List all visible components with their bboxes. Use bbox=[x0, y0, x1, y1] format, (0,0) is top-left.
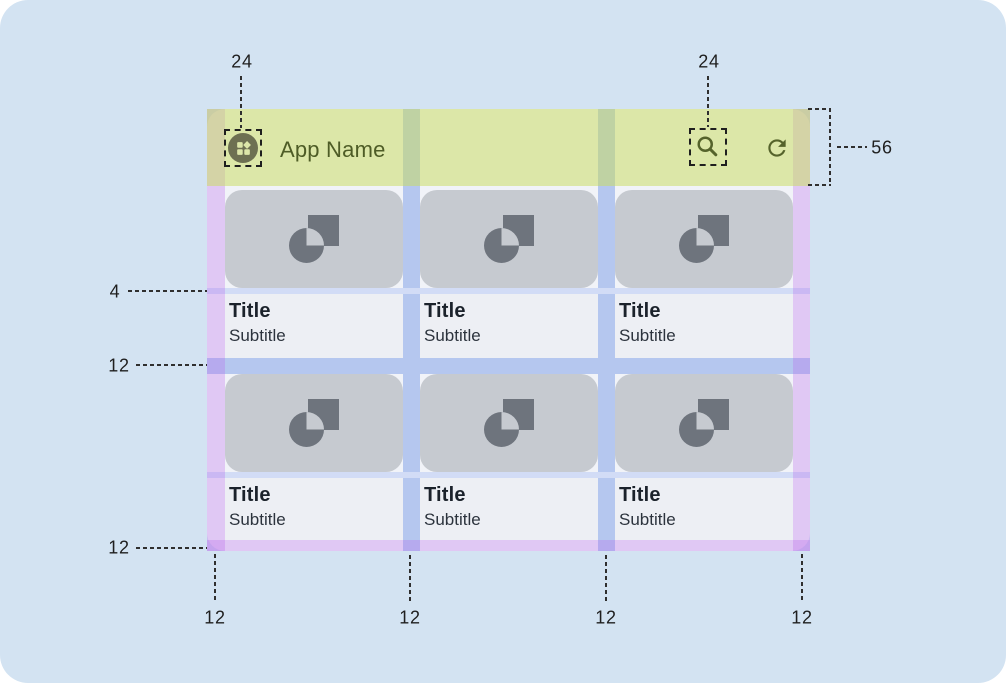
image-placeholder-icon bbox=[289, 399, 339, 447]
measure-line bbox=[409, 555, 411, 603]
measure-label-12-margin-right: 12 bbox=[791, 607, 813, 628]
card-text-block[interactable]: Title Subtitle bbox=[615, 294, 793, 358]
card-text-block[interactable]: Title Subtitle bbox=[225, 294, 403, 358]
measure-line bbox=[707, 76, 709, 127]
measure-line bbox=[128, 290, 207, 292]
image-placeholder-icon bbox=[484, 399, 534, 447]
measure-line bbox=[240, 76, 242, 128]
card-image[interactable] bbox=[615, 190, 793, 288]
card-subtitle: Subtitle bbox=[619, 510, 676, 529]
measure-label-12-bottom-margin: 12 bbox=[108, 537, 130, 558]
measure-label-12-margin-left: 12 bbox=[204, 607, 226, 628]
search-icon[interactable] bbox=[694, 133, 721, 160]
measure-label-56: 56 bbox=[871, 137, 893, 158]
card-image[interactable] bbox=[420, 374, 598, 472]
image-placeholder-icon bbox=[679, 215, 729, 263]
measure-line bbox=[801, 554, 803, 602]
refresh-icon[interactable] bbox=[764, 135, 790, 161]
card-title: Title bbox=[229, 484, 271, 506]
image-placeholder-icon bbox=[484, 215, 534, 263]
icon-measure-box bbox=[689, 128, 727, 166]
card-title: Title bbox=[424, 300, 466, 322]
measure-line bbox=[605, 555, 607, 603]
measure-bracket bbox=[808, 184, 831, 186]
measure-label-4: 4 bbox=[109, 281, 121, 302]
card-text-block[interactable]: Title Subtitle bbox=[615, 478, 793, 540]
card-subtitle: Subtitle bbox=[424, 326, 481, 345]
card-subtitle: Subtitle bbox=[229, 326, 286, 345]
card-subtitle: Subtitle bbox=[229, 510, 286, 529]
card-title: Title bbox=[619, 484, 661, 506]
card-subtitle: Subtitle bbox=[424, 510, 481, 529]
card-text-block[interactable]: Title Subtitle bbox=[420, 294, 598, 358]
app-title: App Name bbox=[280, 137, 386, 162]
measure-bracket bbox=[808, 108, 831, 110]
card-text-block[interactable]: Title Subtitle bbox=[420, 478, 598, 540]
card-subtitle: Subtitle bbox=[619, 326, 676, 345]
measure-label-24-left: 24 bbox=[231, 51, 253, 72]
measure-bracket bbox=[829, 108, 831, 186]
card-image[interactable] bbox=[420, 190, 598, 288]
measure-line bbox=[136, 547, 207, 549]
measure-line bbox=[837, 146, 867, 148]
measure-label-24-right: 24 bbox=[698, 51, 720, 72]
card-image[interactable] bbox=[615, 374, 793, 472]
measure-line bbox=[214, 554, 216, 603]
card-text-block[interactable]: Title Subtitle bbox=[225, 478, 403, 540]
app-launcher-button[interactable] bbox=[228, 133, 258, 163]
measure-line bbox=[136, 364, 207, 366]
card-image[interactable] bbox=[225, 374, 403, 472]
icon-measure-box bbox=[224, 129, 262, 167]
card-image[interactable] bbox=[225, 190, 403, 288]
measure-label-12-gutter-2: 12 bbox=[595, 607, 617, 628]
card-title: Title bbox=[229, 300, 271, 322]
measure-label-12-row-gutter: 12 bbox=[108, 355, 130, 376]
app-mockup: Title Subtitle Title Subtitle Title Subt… bbox=[207, 109, 810, 551]
card-title: Title bbox=[619, 300, 661, 322]
measure-label-12-gutter-1: 12 bbox=[399, 607, 421, 628]
image-placeholder-icon bbox=[679, 399, 729, 447]
card-title: Title bbox=[424, 484, 466, 506]
image-placeholder-icon bbox=[289, 215, 339, 263]
app-launcher-icon bbox=[236, 140, 251, 155]
